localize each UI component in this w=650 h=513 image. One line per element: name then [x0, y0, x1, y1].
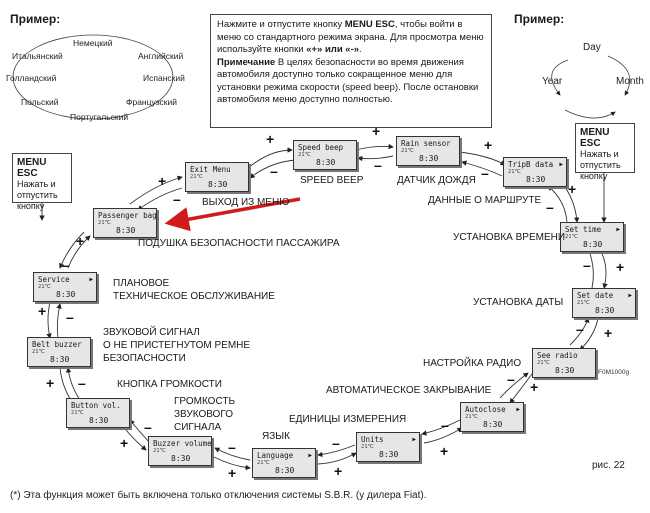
- plus-sign: +: [76, 233, 85, 249]
- submenu-icon: ▶: [412, 436, 416, 443]
- minus-sign: –: [332, 435, 340, 451]
- minus-sign: –: [546, 199, 554, 215]
- plus-sign: +: [158, 173, 167, 189]
- label-radio: НАСТРОЙКА РАДИО: [423, 358, 522, 369]
- figure-caption: рис. 22: [592, 460, 625, 471]
- minus-sign: –: [374, 157, 382, 173]
- menu-esc-box-right: MENU ESC Нажать и отпустить кнопку: [575, 123, 635, 181]
- minus-sign: –: [228, 439, 236, 455]
- figure-code: F0M1000g: [598, 369, 630, 376]
- submenu-icon: ▶: [308, 452, 312, 459]
- label-exit-menu: ВЫХОД ИЗ МЕНЮ: [202, 197, 290, 208]
- language-item-polish: Польский: [21, 97, 59, 107]
- minus-sign: –: [507, 371, 515, 387]
- plus-sign: +: [334, 463, 343, 479]
- plus-sign: +: [616, 259, 625, 275]
- minus-sign: –: [583, 257, 591, 273]
- minus-sign: –: [481, 165, 489, 181]
- submenu-icon: ▶: [559, 161, 563, 168]
- minus-sign: –: [62, 257, 70, 273]
- plus-sign: +: [372, 123, 381, 139]
- plus-sign: +: [38, 303, 47, 319]
- language-item-german: Немецкий: [73, 38, 113, 48]
- instruction-note: Нажмите и отпустите кнопку MENU ESC, что…: [210, 14, 492, 128]
- submenu-icon: ▶: [516, 406, 520, 413]
- minus-sign: –: [78, 375, 86, 391]
- example-heading-right: Пример:: [514, 12, 565, 26]
- minus-sign: –: [173, 191, 181, 207]
- date-cycle-month: Month: [616, 76, 644, 87]
- minus-sign: –: [441, 417, 449, 433]
- example-heading-left: Пример:: [10, 12, 61, 26]
- plus-sign: +: [484, 137, 493, 153]
- label-units: ЕДИНИЦЫ ИЗМЕРЕНИЯ: [289, 414, 407, 425]
- submenu-icon: ▶: [616, 226, 620, 233]
- menu-esc-box-left: MENU ESC Нажать и отпустить кнопку: [12, 153, 72, 211]
- language-item-french: Французский: [126, 97, 177, 107]
- language-item-portuguese: Португальский: [70, 112, 129, 122]
- safety-note-text: Примечание В целях безопасности во время…: [217, 56, 479, 106]
- instruction-text: Нажмите и отпустите кнопку MENU ESC, что…: [217, 19, 484, 55]
- plus-sign: +: [568, 181, 577, 197]
- submenu-icon: ▶: [628, 292, 632, 299]
- minus-sign: –: [576, 321, 584, 337]
- plus-sign: +: [440, 443, 449, 459]
- submenu-icon: ▶: [89, 276, 93, 283]
- language-item-dutch: Голландский: [6, 73, 57, 83]
- date-cycle-year: Year: [542, 76, 563, 87]
- plus-sign: +: [46, 375, 55, 391]
- label-passenger-bag: ПОДУШКА БЕЗОПАСНОСТИ ПАССАЖИРА: [138, 238, 340, 249]
- label-button-vol: КНОПКА ГРОМКОСТИ: [117, 379, 222, 390]
- date-cycle-day: Day: [583, 42, 601, 53]
- plus-sign: +: [266, 131, 275, 147]
- label-autoclose: АВТОМАТИЧЕСКОЕ ЗАКРЫВАНИЕ: [326, 385, 492, 396]
- language-item-english: Английский: [138, 51, 184, 61]
- plus-sign: +: [228, 465, 237, 481]
- footnote: (*) Эта функция может быть включена толь…: [10, 490, 427, 501]
- label-language: ЯЗЫК: [262, 431, 290, 442]
- plus-sign: +: [604, 325, 613, 341]
- minus-sign: –: [144, 419, 152, 435]
- minus-sign: –: [66, 309, 74, 325]
- plus-sign: +: [530, 379, 539, 395]
- label-set-date: УСТАНОВКА ДАТЫ: [473, 297, 564, 308]
- language-item-spanish: Испанский: [143, 73, 185, 83]
- label-trip-data: ДАННЫЕ О МАРШРУТЕ: [428, 195, 542, 206]
- label-speed-beep: SPEED BEEP: [300, 175, 364, 186]
- minus-sign: –: [270, 163, 278, 179]
- plus-sign: +: [120, 435, 129, 451]
- language-item-italian: Итальянский: [12, 51, 63, 61]
- label-set-time: УСТАНОВКА ВРЕМЕНИ: [453, 232, 566, 243]
- label-rain-sensor: ДАТЧИК ДОЖДЯ: [397, 175, 476, 186]
